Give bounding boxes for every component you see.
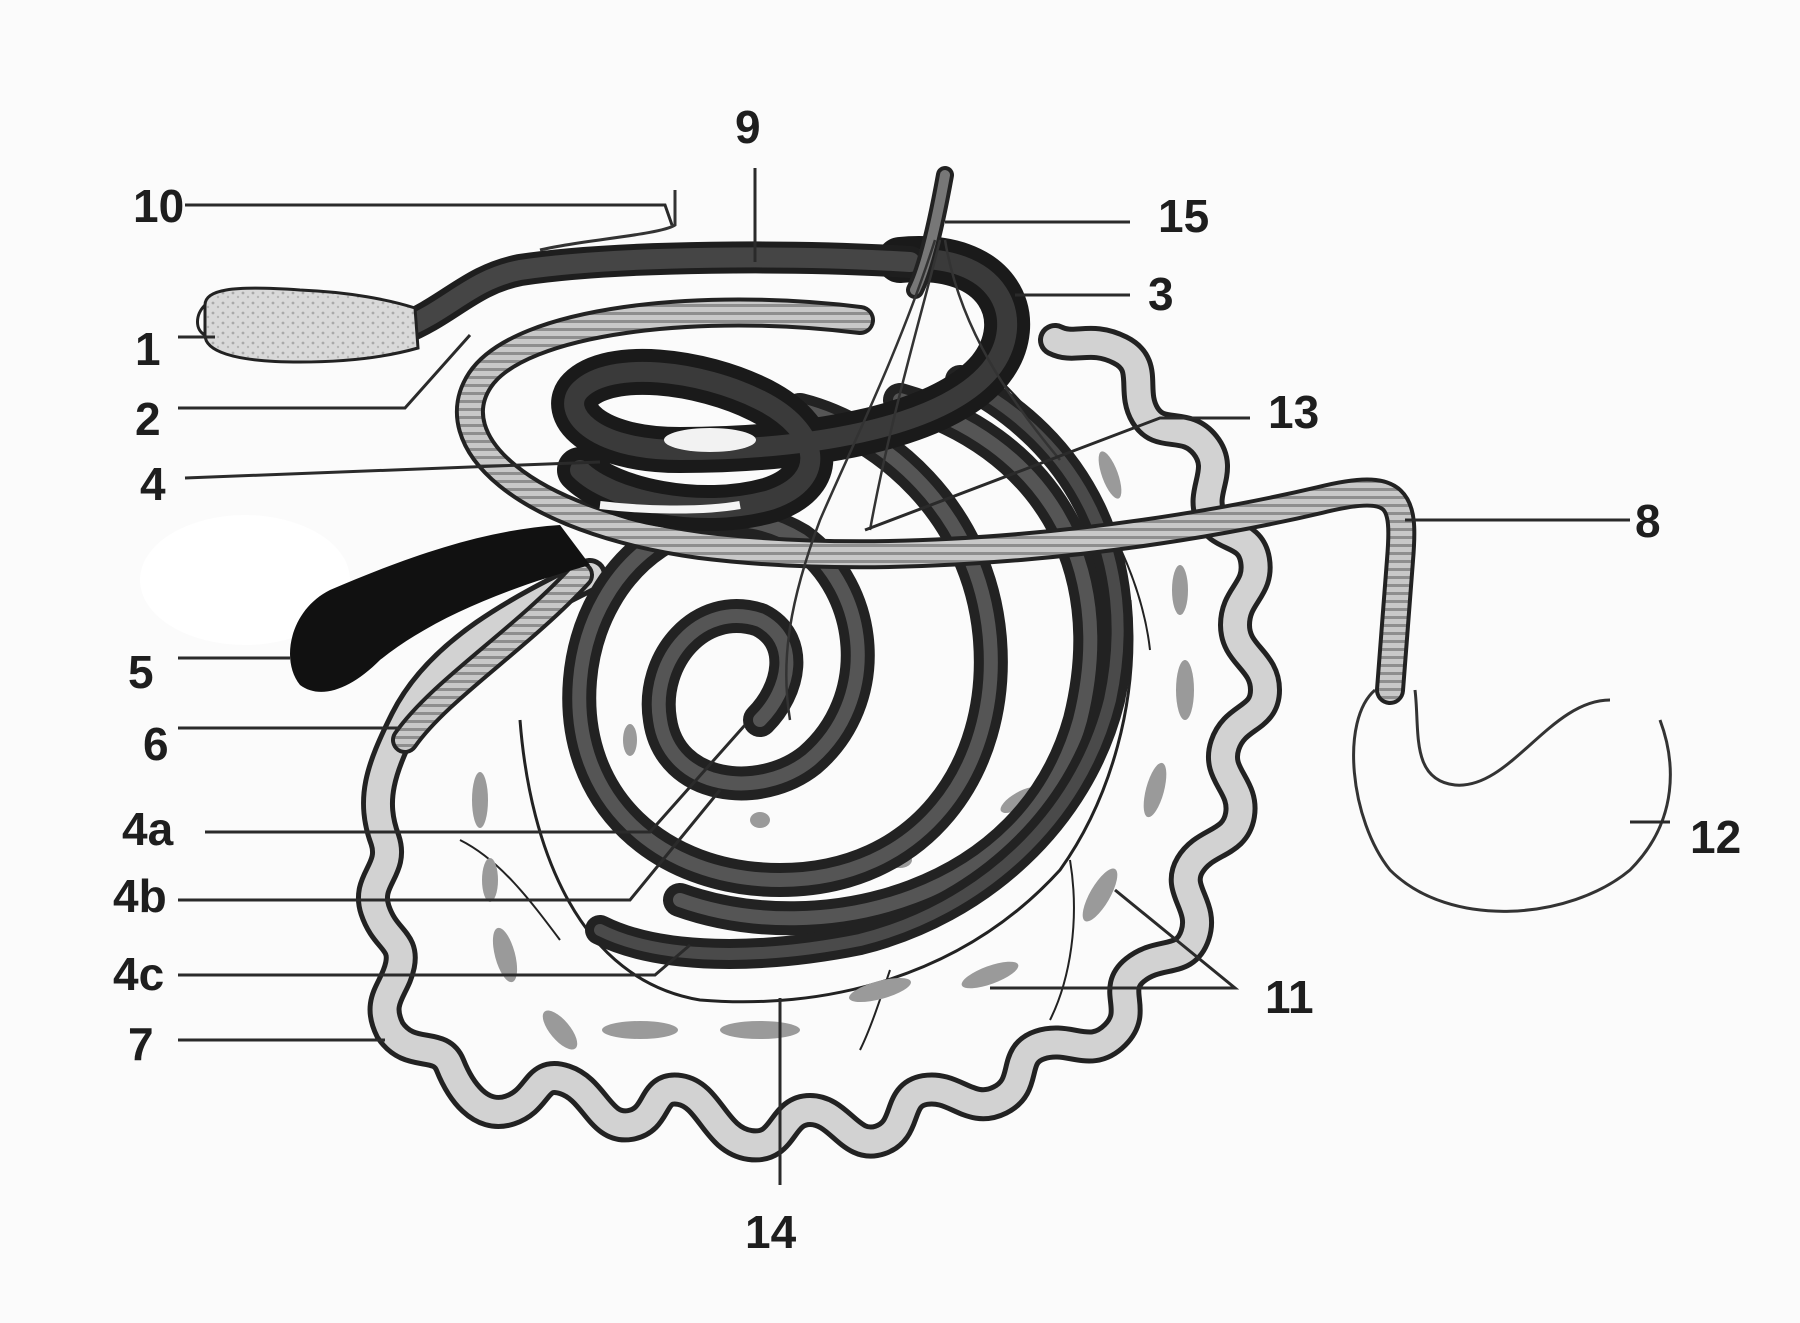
spot [1143, 762, 1167, 818]
leader-4b [178, 789, 722, 902]
label-4: 4 [140, 458, 166, 510]
bulb-1-tip [196, 303, 207, 337]
spot [623, 724, 637, 756]
dark-gland-5 [290, 525, 590, 692]
label-1: 1 [135, 323, 161, 375]
leader-2 [178, 334, 472, 410]
label-5: 5 [128, 646, 154, 698]
label-3: 3 [1148, 268, 1174, 320]
spots-group [472, 451, 1194, 1050]
spot [1082, 868, 1118, 922]
label-15: 15 [1158, 190, 1209, 242]
thin-vessel-e [459, 839, 561, 941]
thin-vessel-d [859, 969, 891, 1051]
dark-spiral-lower [562, 365, 1133, 969]
striped-tube-left-branch [395, 565, 590, 750]
spot [602, 1021, 678, 1039]
leader-11 [990, 888, 1240, 990]
fine-thread-2 [943, 239, 1061, 461]
leader-4a [205, 724, 747, 834]
fine-thread [785, 239, 937, 721]
label-8: 8 [1635, 495, 1661, 547]
spot [492, 927, 518, 983]
dark-coil-white-gap [599, 501, 741, 514]
label-12: 12 [1690, 811, 1741, 863]
label-9: 9 [735, 101, 761, 153]
duct-9 [390, 247, 920, 340]
spot [472, 772, 488, 828]
branch-10 [539, 190, 677, 252]
label-4a: 4a [122, 803, 174, 855]
dark-coil-center-hole [664, 428, 756, 452]
striped-tube [459, 301, 1413, 701]
stalk-15-fill [910, 170, 950, 295]
bulb-1 [203, 286, 420, 364]
spot [1176, 660, 1194, 720]
spot [542, 1010, 578, 1050]
spot [1172, 565, 1188, 615]
spot [482, 858, 498, 902]
label-4b: 4b [113, 870, 167, 922]
label-4c: 4c [113, 948, 164, 1000]
labels: 10 9 15 3 1 2 13 4 8 5 6 4a 12 4b 4c 11 … [113, 101, 1741, 1258]
label-6: 6 [143, 718, 169, 770]
spot [750, 812, 770, 828]
leader-4 [184, 460, 601, 480]
label-10: 10 [133, 180, 184, 232]
thin-vessel-c [1049, 859, 1075, 1021]
blank-patch [140, 515, 350, 645]
leader-10 [185, 203, 674, 226]
dark-coil-ring-inner [564, 249, 1017, 519]
spot [720, 1021, 800, 1039]
leader-4c [178, 943, 691, 977]
dark-coil-ring [551, 236, 1030, 532]
spot [849, 977, 911, 1003]
wavy-duct-fill [361, 328, 1278, 1158]
spot [1098, 451, 1122, 499]
leader-13 [864, 416, 1250, 532]
label-13: 13 [1268, 386, 1319, 438]
spot [961, 961, 1019, 989]
dark-coil-upper [551, 236, 1030, 532]
label-11: 11 [1265, 971, 1314, 1023]
label-2: 2 [135, 393, 161, 445]
leader-lines [178, 168, 1670, 1185]
fine-thread-3 [868, 239, 942, 531]
sac-12 [1352, 688, 1672, 913]
label-14: 14 [745, 1206, 797, 1258]
label-7: 7 [128, 1018, 154, 1070]
dark-spiral-outer-loop-inner [594, 374, 1124, 960]
